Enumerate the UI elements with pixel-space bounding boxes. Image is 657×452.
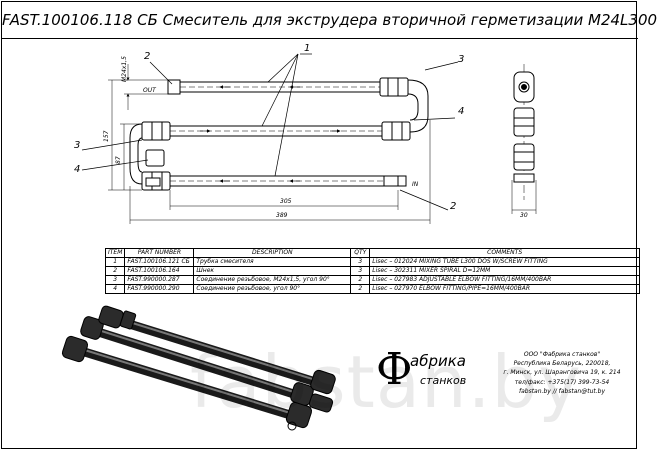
bom-cell-part-number: FAST.100106.164 xyxy=(124,266,195,276)
callout-1: 1 xyxy=(304,43,310,54)
logo-word-2: станков xyxy=(420,374,467,387)
logo-glyph: Ф xyxy=(376,344,413,395)
bom-cell-part-number: FAST.990000.287 xyxy=(124,275,195,285)
company-name: ООО "Фабрика станков" xyxy=(523,351,601,358)
bill-of-materials: ITEM PART NUMBER DESCRIPTION QTY COMMENT… xyxy=(104,248,640,294)
side-view xyxy=(513,64,535,200)
bom-cell-part-number: FAST.990000.290 xyxy=(124,284,195,294)
elbow-fitting-right xyxy=(407,79,429,133)
bom-cell-qty: 2 xyxy=(350,284,371,294)
bom-cell-item: 3 xyxy=(104,275,126,285)
dimension-values: M24x1,5 157 87 305 389 30 xyxy=(103,56,528,219)
bom-cell-item: 2 xyxy=(104,266,126,276)
bom-cell-item: 1 xyxy=(104,257,126,267)
bom-cell-qty: 3 xyxy=(350,257,371,267)
bom-cell-comments: Lisec – 012024 MIXING TUBE L300 DOS W/SC… xyxy=(369,257,640,267)
dim-side-width: 30 xyxy=(520,212,528,219)
flow-arrows xyxy=(200,85,341,183)
callout-leaders xyxy=(81,53,459,211)
logo-word-1: абрика xyxy=(410,352,466,370)
assembly-drawing: 1 2 3 4 3 4 2 OUT IN M xyxy=(61,43,537,431)
company-info: ООО "Фабрика станков" Республика Беларус… xyxy=(488,350,636,396)
mixing-tube-bottom xyxy=(141,171,399,191)
bom-header-row: ITEM PART NUMBER DESCRIPTION QTY COMMENT… xyxy=(104,248,640,258)
callout-4-left: 4 xyxy=(74,164,80,175)
bom-row: 2 FAST.100106.164 Шнек 3 Lisec – 302311 … xyxy=(104,266,640,276)
bom-cell-item: 4 xyxy=(104,284,126,294)
dim-height-mid: 87 xyxy=(115,156,122,164)
callout-2-bottom: 2 xyxy=(450,201,456,212)
drawing-title: FAST.100106.118 СБ Смеситель для экструд… xyxy=(2,2,657,39)
inlet-label: IN xyxy=(412,181,419,188)
dim-height-total: 157 xyxy=(103,130,110,142)
bom-header-qty: QTY xyxy=(350,248,371,258)
bom-cell-comments: Lisec – 027970 ELBOW FITTING/PIPE=16MM/4… xyxy=(369,284,640,294)
elbow-fitting-left xyxy=(129,123,165,187)
bom-cell-comments: Lisec – 302311 MIXER SPIRAL D=12MM xyxy=(369,266,640,276)
bom-row: 4 FAST.990000.290 Соединение резьбовое, … xyxy=(104,284,640,294)
mixing-tube-middle xyxy=(141,121,411,141)
bom-cell-description: Соединение резьбовое, угол 90° xyxy=(193,284,352,294)
inlet-fitting xyxy=(397,175,407,187)
company-phone: тел/факс: +375(17) 399-73-54 xyxy=(514,378,610,386)
bom-cell-description: Соединение резьбовое, M24x1,5, угол 90° xyxy=(193,275,352,285)
bom-cell-part-number: FAST.100106.121 СБ xyxy=(124,257,195,267)
company-address: г. Минск, ул. Шаранговича 19, к. 214 xyxy=(503,369,621,377)
bom-cell-qty: 2 xyxy=(350,275,371,285)
bom-cell-description: Шнек xyxy=(193,266,352,276)
callout-labels: 1 2 3 4 3 4 2 xyxy=(74,43,464,212)
bom-header-comments: COMMENTS xyxy=(369,248,640,258)
mixing-tube-top xyxy=(167,77,409,97)
bom-cell-qty: 3 xyxy=(350,266,371,276)
bom-header-part-number: PART NUMBER xyxy=(124,248,195,258)
bom-header-item: ITEM xyxy=(104,248,126,258)
bom-row: 1 FAST.100106.121 СБ Трубка смесителя 3 … xyxy=(104,257,640,267)
dim-thread: M24x1,5 xyxy=(121,56,128,82)
company-web: fabstan.by // fabstan@tut.by xyxy=(518,387,605,395)
port-labels: OUT IN xyxy=(143,87,419,188)
isometric-render xyxy=(61,305,336,431)
dimension-lines xyxy=(108,64,537,224)
callout-4-right: 4 xyxy=(458,106,464,117)
dim-length-total: 389 xyxy=(276,212,288,219)
callout-3-right: 3 xyxy=(458,54,464,65)
bom-header-description: DESCRIPTION xyxy=(193,248,352,258)
company-country: Республика Беларусь, 220018, xyxy=(513,360,611,368)
outlet-label: OUT xyxy=(143,87,157,94)
bom-cell-comments: Lisec – 027983 ADJUSTABLE ELBOW FITTING/… xyxy=(369,275,640,285)
bom-cell-description: Трубка смесителя xyxy=(193,257,352,267)
bom-row: 3 FAST.990000.287 Соединение резьбовое, … xyxy=(104,275,640,285)
dim-length-inner: 305 xyxy=(280,198,292,205)
callout-3-left: 3 xyxy=(74,140,80,151)
callout-2-top: 2 xyxy=(144,51,150,62)
